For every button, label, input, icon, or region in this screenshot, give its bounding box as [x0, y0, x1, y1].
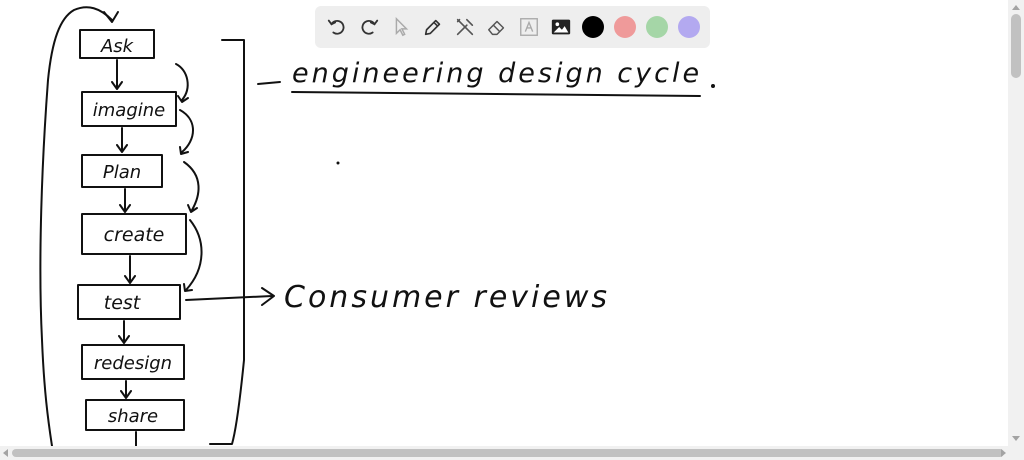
step-box-test	[77, 284, 181, 320]
step-label-create: create	[104, 224, 165, 246]
step-label-ask: Ask	[100, 36, 135, 57]
title-underline	[291, 91, 701, 97]
eraser-button[interactable]	[481, 11, 513, 43]
arrow-redesign-share	[120, 380, 132, 399]
title-text: engineering design cycle	[292, 58, 702, 89]
pointer-icon	[395, 16, 409, 37]
consumer-reviews-text: Consumer reviews	[284, 280, 610, 315]
pen-icon	[424, 19, 441, 36]
title-dot	[711, 84, 715, 88]
step-box-plan	[81, 154, 163, 188]
arrow-test-reviews	[185, 287, 275, 306]
stray-dot	[336, 161, 340, 165]
curve-imagine-plan	[179, 109, 194, 155]
image-icon	[551, 19, 571, 35]
title-dash	[257, 81, 281, 85]
loop-arrow-path	[39, 6, 113, 447]
step-box-create	[81, 213, 187, 255]
pen-button[interactable]	[417, 11, 449, 43]
redo-icon	[361, 19, 379, 35]
bracket	[209, 39, 245, 445]
step-label-share: share	[108, 406, 158, 427]
color-swatch	[614, 16, 636, 38]
text-button[interactable]	[513, 11, 545, 43]
curve-ask-imagine	[175, 63, 189, 103]
vertical-scroll-thumb[interactable]	[1011, 14, 1021, 78]
eraser-icon	[488, 20, 505, 36]
drawing-toolbar	[315, 6, 710, 48]
redo-button[interactable]	[353, 11, 385, 43]
text-icon	[520, 18, 538, 36]
scroll-down-arrow[interactable]	[1012, 436, 1020, 441]
scroll-left-arrow[interactable]	[3, 449, 8, 457]
undo-icon	[327, 19, 345, 35]
arrow-test-redesign	[118, 320, 130, 344]
color-pink-button[interactable]	[609, 11, 641, 43]
undo-button[interactable]	[321, 11, 353, 43]
step-box-imagine	[81, 91, 177, 127]
color-green-button[interactable]	[641, 11, 673, 43]
horizontal-scroll-thumb[interactable]	[12, 449, 1004, 457]
color-swatch	[678, 16, 700, 38]
step-box-redesign	[81, 344, 185, 380]
step-label-plan: Plan	[103, 162, 141, 183]
arrow-create-test	[124, 255, 136, 284]
arrow-ask-imagine	[111, 59, 123, 90]
step-box-ask	[79, 29, 155, 59]
tools-icon	[456, 18, 474, 36]
loop-arrowhead	[103, 11, 119, 23]
step-label-test: test	[104, 292, 142, 314]
tools-button[interactable]	[449, 11, 481, 43]
color-swatch	[582, 16, 604, 38]
step-box-share	[85, 399, 185, 431]
curve-plan-create	[183, 161, 200, 213]
arrow-imagine-plan	[116, 127, 128, 153]
image-button[interactable]	[545, 11, 577, 43]
pointer-button[interactable]	[385, 11, 417, 43]
arrow-plan-create	[119, 188, 131, 213]
color-purple-button[interactable]	[673, 11, 705, 43]
curve-create-test	[183, 219, 203, 292]
step-label-imagine: imagine	[93, 100, 165, 121]
scroll-up-arrow[interactable]	[1012, 5, 1020, 10]
vertical-scrollbar[interactable]	[1008, 0, 1024, 446]
step-label-redesign: redesign	[94, 353, 172, 374]
color-black-button[interactable]	[577, 11, 609, 43]
scroll-right-arrow[interactable]	[1001, 449, 1006, 457]
horizontal-scrollbar[interactable]	[0, 446, 1024, 460]
color-swatch	[646, 16, 668, 38]
